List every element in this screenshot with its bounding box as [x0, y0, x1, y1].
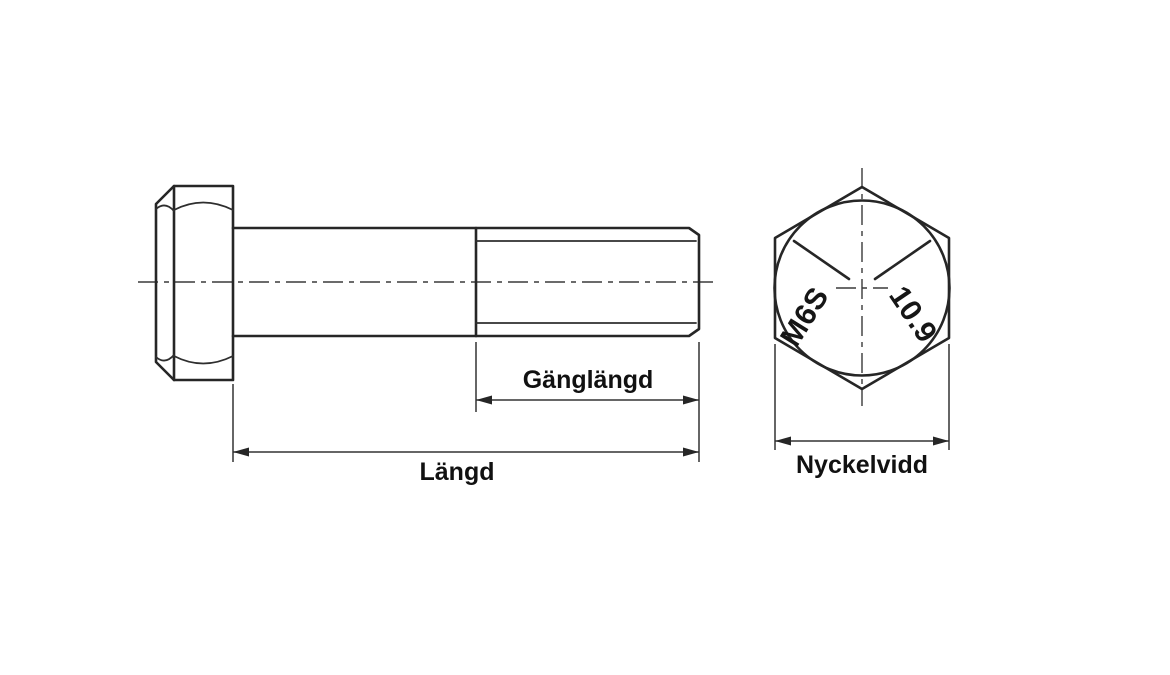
bolt-head-outline	[154, 184, 235, 382]
bolt-end-view: M6S 10.9 Nyckelvidd	[773, 168, 951, 479]
hex-head-outline	[773, 185, 951, 391]
head-chamfer-arc-bottom	[173, 355, 234, 365]
bolt-side-view: Gänglängd Längd	[138, 184, 718, 486]
head-marking-standard: M6S	[774, 281, 835, 352]
arrowhead-left	[476, 395, 492, 405]
dimension-width-across-flats: Nyckelvidd	[774, 344, 950, 479]
head-side-arc-top	[155, 204, 175, 212]
dimension-total-length: Längd	[232, 384, 699, 486]
bolt-head-side	[154, 184, 235, 382]
dimension-thread-length: Gänglängd	[475, 342, 700, 462]
width-across-flats-label: Nyckelvidd	[796, 451, 928, 479]
arrowhead-left	[233, 447, 249, 457]
arrowhead-right	[683, 395, 699, 405]
chamfer-line-left	[792, 239, 851, 281]
chamfer-line-right	[873, 239, 932, 281]
head-chamfer-circle	[773, 199, 951, 377]
head-side-arc-bottom	[155, 354, 175, 362]
bolt-shank-outline	[231, 226, 701, 338]
bolt-shank	[231, 226, 701, 338]
arrowhead-right	[683, 447, 699, 457]
total-length-label: Längd	[420, 458, 495, 486]
arrowhead-right	[933, 436, 949, 446]
head-chamfer-arc-top	[173, 201, 234, 211]
thread-length-label: Gänglängd	[523, 366, 654, 394]
arrowhead-left	[775, 436, 791, 446]
